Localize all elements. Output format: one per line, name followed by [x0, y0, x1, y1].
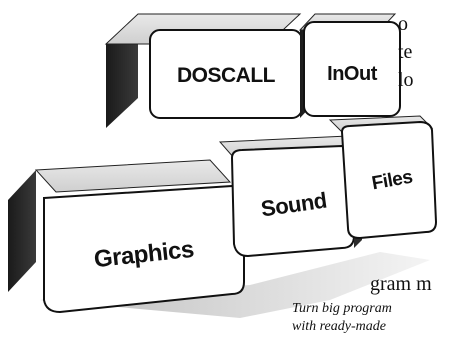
block-label-doscall: DOSCALL [177, 64, 276, 87]
caption-line: with ready-made [292, 320, 386, 334]
block-graphics: Graphics [8, 160, 244, 312]
block-inout: InOut [300, 14, 400, 118]
article-text-fragment: lo [398, 70, 414, 90]
block-label-inout: InOut [327, 63, 378, 85]
block-doscall: DOSCALL [106, 14, 302, 128]
article-text-fragment: te [398, 42, 412, 62]
block-sound: Sound [220, 136, 362, 256]
article-text-fragment: o [398, 14, 408, 34]
article-text-fragment: gram m [370, 274, 432, 294]
caption-line: Turn big program [292, 302, 392, 316]
